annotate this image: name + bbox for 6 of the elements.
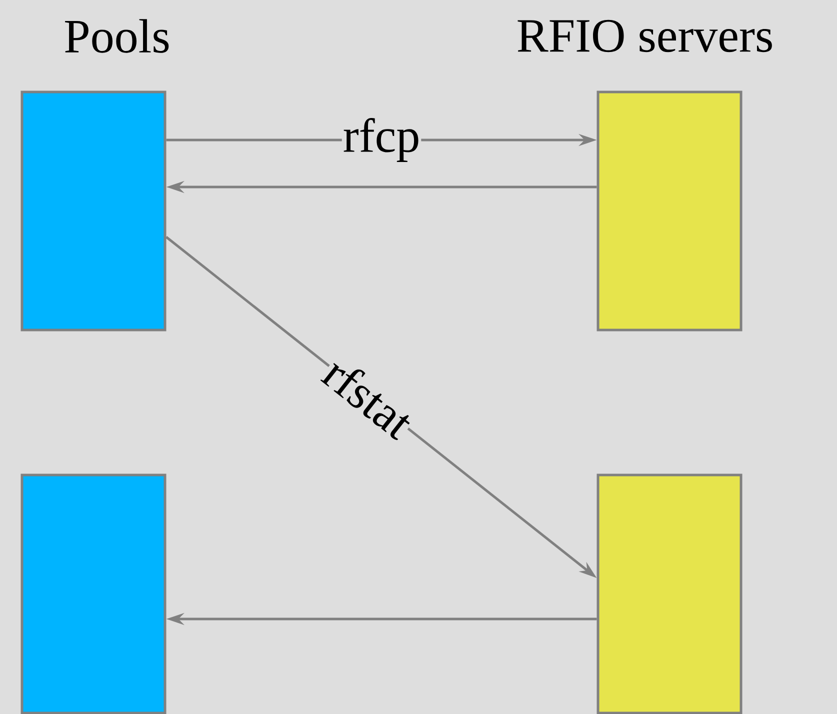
edge-label: rfcp bbox=[342, 116, 422, 163]
pool-box bbox=[20, 474, 166, 714]
edge-label: rfstat bbox=[318, 352, 420, 443]
server-box bbox=[596, 474, 742, 714]
server-box bbox=[596, 90, 742, 332]
pool-box bbox=[20, 90, 166, 332]
